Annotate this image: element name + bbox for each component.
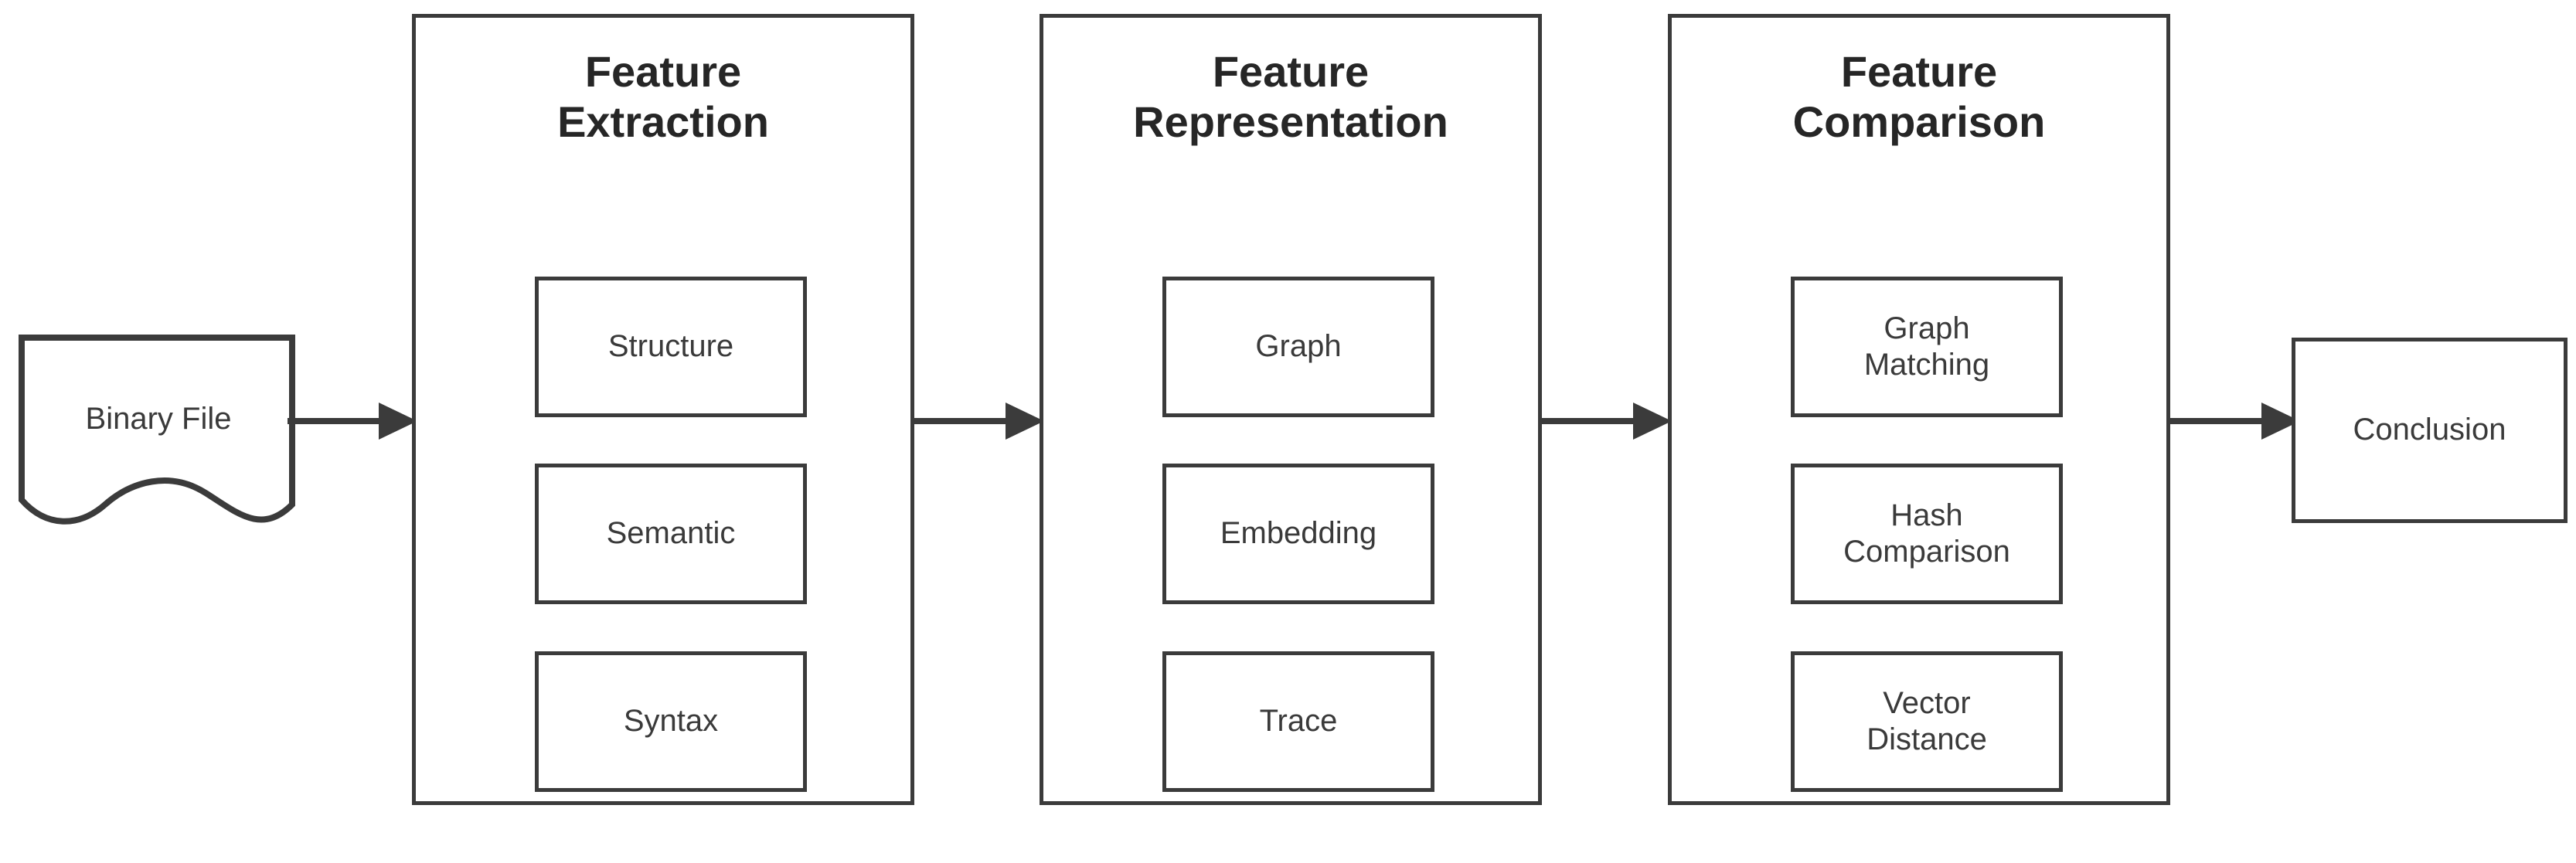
arrow-comparison-to-conclusion xyxy=(2170,398,2300,444)
stage-title-feature-representation: Feature Representation xyxy=(1133,47,1448,146)
sub-box-syntax[interactable]: Syntax xyxy=(535,651,807,792)
sub-box-graph-matching-label: Graph Matching xyxy=(1863,311,1990,382)
document-shape-icon xyxy=(19,335,295,525)
sub-box-vector-distance-label: Vector Distance xyxy=(1866,685,1987,756)
sub-box-hash-comparison[interactable]: Hash Comparison xyxy=(1791,464,2063,604)
stage-title-feature-comparison: Feature Comparison xyxy=(1792,47,2046,146)
sub-box-trace-label: Trace xyxy=(1259,704,1338,739)
arrow-representation-to-comparison xyxy=(1542,398,1672,444)
stage-panel-feature-comparison: Feature Comparison Graph Matching Hash C… xyxy=(1668,14,2170,805)
binary-file-node: Binary File xyxy=(15,328,301,533)
sub-box-syntax-label: Syntax xyxy=(623,704,719,739)
conclusion-label: Conclusion xyxy=(2353,413,2506,447)
conclusion-node[interactable]: Conclusion xyxy=(2292,338,2567,523)
sub-box-hash-comparison-label: Hash Comparison xyxy=(1843,498,2010,569)
sub-box-embedding[interactable]: Embedding xyxy=(1162,464,1434,604)
arrow-extraction-to-representation xyxy=(914,398,1044,444)
stage-panel-feature-extraction: Feature Extraction Structure Semantic Sy… xyxy=(412,14,914,805)
sub-box-graph[interactable]: Graph xyxy=(1162,277,1434,417)
sub-box-structure-label: Structure xyxy=(607,329,734,364)
stage-title-feature-extraction: Feature Extraction xyxy=(557,47,769,146)
sub-box-graph-matching[interactable]: Graph Matching xyxy=(1791,277,2063,417)
sub-box-semantic[interactable]: Semantic xyxy=(535,464,807,604)
sub-box-trace[interactable]: Trace xyxy=(1162,651,1434,792)
sub-box-graph-label: Graph xyxy=(1255,329,1342,364)
sub-box-vector-distance[interactable]: Vector Distance xyxy=(1791,651,2063,792)
sub-box-semantic-label: Semantic xyxy=(606,516,736,551)
arrow-source-to-extraction xyxy=(288,398,417,444)
binary-file-label: Binary File xyxy=(85,402,232,436)
sub-box-structure[interactable]: Structure xyxy=(535,277,807,417)
stage-panel-feature-representation: Feature Representation Graph Embedding T… xyxy=(1040,14,1542,805)
sub-box-embedding-label: Embedding xyxy=(1220,516,1377,551)
